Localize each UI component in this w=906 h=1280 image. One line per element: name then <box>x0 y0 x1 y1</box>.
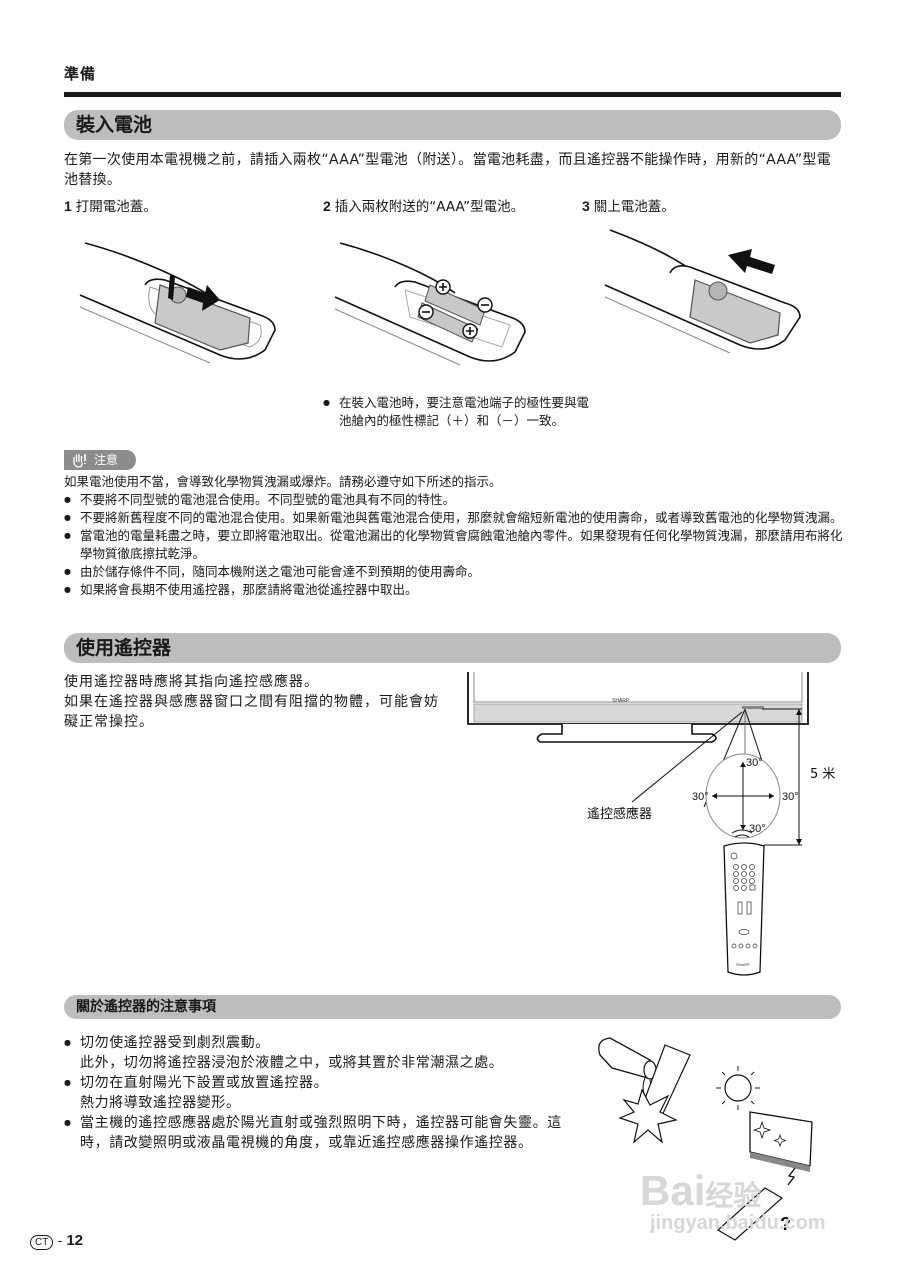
precaution-sub: 此外，切勿將遙控器浸泡於液體之中，或將其置於非常潮濕之處。 <box>80 1055 504 1071</box>
page-number: 12 <box>66 1232 84 1249</box>
step-number: 2 <box>323 198 331 214</box>
open-battery-cover-illustration <box>79 242 276 364</box>
tv-glare-icon <box>749 1111 813 1186</box>
step-number: 3 <box>582 198 590 214</box>
sun-icon <box>716 1066 760 1110</box>
tv-brand-logo: SHARP <box>612 698 630 704</box>
remote-range-diagram: SHARP 30° 30° 30° 30° 遙控感應器 5 米 SHARP <box>467 672 835 976</box>
distance-label: 5 米 <box>810 767 835 782</box>
watermark-logo: Bai经验 <box>640 1170 761 1217</box>
polarity-note: 在裝入電池時，要注意電池端子的極性要與電池艙內的極性標記（＋）和（－）一致。 <box>323 394 593 430</box>
minus-terminal-icon <box>418 304 434 320</box>
angle-left-label: 30° <box>692 791 709 803</box>
precaution-main: 當主機的遙控感應器處於陽光直射或強烈照明下時，遙控器可能會失靈。這時，請改變照明… <box>80 1115 562 1151</box>
language-badge: CT <box>30 1235 54 1250</box>
precaution-item: 切勿使遙控器受到劇烈震動。 此外，切勿將遙控器浸泡於液體之中，或將其置於非常潮濕… <box>64 1033 564 1073</box>
liquid-spill-icon <box>598 1037 691 1144</box>
plus-terminal-icon <box>462 323 478 339</box>
hand-warning-icon <box>73 454 86 468</box>
section-title-remote: 使用遙控器 <box>64 633 841 663</box>
sensor-label: 遙控感應器 <box>587 806 652 822</box>
angle-right-label: 30° <box>782 791 799 803</box>
caution-item: 如果將會長期不使用遙控器，那麼請將電池從遙控器中取出。 <box>64 581 849 599</box>
section-title-precautions: 關於遙控器的注意事項 <box>64 995 841 1019</box>
minus-terminal-icon <box>477 297 493 313</box>
polarity-note-text: 在裝入電池時，要注意電池端子的極性要與電池艙內的極性標記（＋）和（－）一致。 <box>323 394 593 430</box>
remote-brand-logo: SHARP <box>736 962 750 967</box>
watermark-text: 经验 <box>705 1180 762 1211</box>
caution-item: 不要將新舊程度不同的電池混合使用。如果新電池與舊電池混合使用，那麼就會縮短新電池… <box>64 509 849 527</box>
remote-control-icon: SHARP <box>723 829 765 976</box>
step-text: 插入兩枚附送的“AAA”型電池。 <box>334 199 525 215</box>
precaution-main: 切勿在直射陽光下設置或放置遙控器。 <box>80 1075 329 1091</box>
precaution-item: 切勿在直射陽光下設置或放置遙控器。 熱力將導致遙控器變形。 <box>64 1073 564 1113</box>
precaution-sub: 熱力將導致遙控器變形。 <box>80 1095 241 1111</box>
remote-usage-line: 如果在遙控器與感應器窗口之間有阻擋的物體，可能會妨礙正常操控。 <box>64 694 439 730</box>
batteries-intro: 在第一次使用本電視機之前，請插入兩枚“AAA”型電池（附送）。當電池耗盡，而且遙… <box>64 152 831 188</box>
insert-batteries-illustration <box>334 242 526 366</box>
precautions-list: 切勿使遙控器受到劇烈震動。 此外，切勿將遙控器浸泡於液體之中，或將其置於非常潮濕… <box>64 1033 564 1153</box>
close-battery-cover-illustration <box>604 229 801 354</box>
page-footer: CT - 12 <box>30 1232 83 1250</box>
caution-block: 如果電池使用不當，會導致化學物質洩漏或爆炸。請務必遵守如下所述的指示。 不要將不… <box>64 473 849 599</box>
caution-item: 不要將不同型號的電池混合使用。不同型號的電池具有不同的特性。 <box>64 491 849 509</box>
step-text: 打開電池蓋。 <box>75 199 157 215</box>
step-number: 1 <box>64 198 72 214</box>
step-text: 關上電池蓋。 <box>593 199 675 215</box>
remote-usage-text: 使用遙控器時應將其指向遙控感應器。 如果在遙控器與感應器窗口之間有阻擋的物體，可… <box>64 672 444 732</box>
watermark-text: Bai <box>640 1167 706 1214</box>
angle-top-label: 30° <box>746 757 763 769</box>
plus-terminal-icon <box>435 279 451 295</box>
footer-separator: - <box>57 1234 63 1249</box>
precaution-main: 切勿使遙控器受到劇烈震動。 <box>80 1035 270 1051</box>
header-rule <box>64 92 841 97</box>
section-title-batteries: 裝入電池 <box>64 110 841 140</box>
remote-usage-line: 使用遙控器時應將其指向遙控感應器。 <box>64 674 319 690</box>
caution-item: 由於儲存條件不同，隨同本機附送之電池可能會達不到預期的使用壽命。 <box>64 563 849 581</box>
caution-intro: 如果電池使用不當，會導致化學物質洩漏或爆炸。請務必遵守如下所述的指示。 <box>64 474 502 489</box>
precaution-item: 當主機的遙控感應器處於陽光直射或強烈照明下時，遙控器可能會失靈。這時，請改變照明… <box>64 1113 564 1153</box>
caution-label: 注意 <box>94 453 119 467</box>
caution-badge: 注意 <box>64 450 136 470</box>
svg-text:?: ? <box>780 1214 791 1234</box>
watermark-url: jingyan.baidu.com <box>650 1212 826 1234</box>
precautions-illustration: ? <box>598 1037 813 1241</box>
remote-question-icon: ? <box>716 1187 791 1241</box>
angle-bottom-label: 30° <box>749 823 766 835</box>
chapter-title: 準備 <box>64 65 97 83</box>
caution-item: 當電池的電量耗盡之時，要立即將電池取出。從電池漏出的化學物質會腐蝕電池艙內零件。… <box>64 527 849 563</box>
